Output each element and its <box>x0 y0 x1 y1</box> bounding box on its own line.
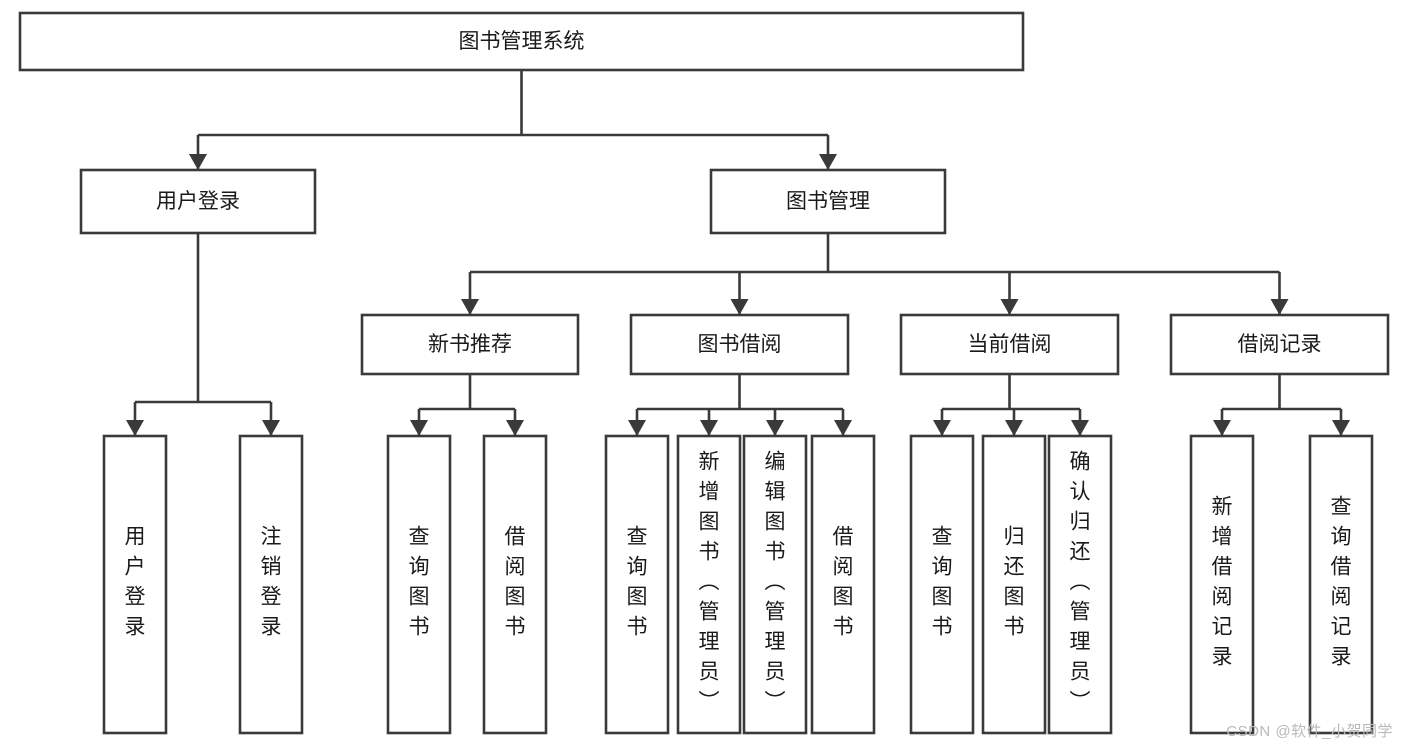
node-box[interactable] <box>1308 434 1374 735</box>
arrow-head-icon <box>461 299 479 315</box>
node-box[interactable] <box>360 313 580 376</box>
node-box[interactable] <box>810 434 876 735</box>
node-label: 确认归还︵管理员︶ <box>1070 451 1091 714</box>
connector-layer <box>126 70 1350 436</box>
node-newbook[interactable]: 新书推荐 <box>360 313 580 376</box>
arrow-head-icon <box>1332 420 1350 436</box>
node-root[interactable]: 图书管理系统 <box>18 11 1025 72</box>
node-leaf-bq-edit[interactable]: 编辑图书︵管理员︶ <box>742 434 808 735</box>
node-box[interactable] <box>629 313 850 376</box>
node-box[interactable] <box>386 434 452 735</box>
arrow-head-icon <box>933 420 951 436</box>
node-box[interactable] <box>238 434 304 735</box>
node-label: 新增图书︵管理员︶ <box>699 451 720 714</box>
node-leaf-rec-query[interactable]: 查询借阅记录 <box>1308 434 1374 735</box>
arrow-head-icon <box>1270 299 1289 315</box>
node-borrow[interactable]: 图书借阅 <box>629 313 850 376</box>
node-label: 编辑图书︵管理员︶ <box>765 451 786 714</box>
node-label: 借阅图书 <box>833 526 854 639</box>
node-leaf-new-query[interactable]: 查询图书 <box>386 434 452 735</box>
node-box[interactable] <box>742 434 808 735</box>
node-label: 查询借阅记录 <box>1331 496 1352 669</box>
arrow-head-icon <box>628 420 646 436</box>
node-label: 图书借阅 <box>698 333 782 356</box>
csdn-watermark: CSDN @软件_小贺同学 <box>1226 723 1393 740</box>
arrow-head-icon <box>766 420 784 436</box>
node-label: 借阅记录 <box>1238 333 1322 356</box>
node-leaf-bq-add[interactable]: 新增图书︵管理员︶ <box>676 434 742 735</box>
arrow-head-icon <box>1005 420 1023 436</box>
node-box[interactable] <box>482 434 548 735</box>
node-label: 查询图书 <box>627 526 648 639</box>
node-current[interactable]: 当前借阅 <box>899 313 1120 376</box>
node-leaf-bq-query[interactable]: 查询图书 <box>604 434 670 735</box>
node-box[interactable] <box>604 434 670 735</box>
arrow-head-icon <box>1000 299 1019 315</box>
node-box[interactable] <box>102 434 168 735</box>
arrow-head-icon <box>189 154 207 170</box>
node-leaf-user-login[interactable]: 用户登录 <box>102 434 168 735</box>
node-label: 新增借阅记录 <box>1212 496 1233 669</box>
node-leaf-bq-borrow[interactable]: 借阅图书 <box>810 434 876 735</box>
node-box[interactable] <box>1047 434 1113 735</box>
node-box[interactable] <box>1189 434 1255 735</box>
node-box[interactable] <box>909 434 975 735</box>
arrow-head-icon <box>506 420 524 436</box>
node-box[interactable] <box>709 168 947 235</box>
arrow-head-icon <box>126 420 144 436</box>
node-label: 查询图书 <box>409 526 430 639</box>
node-box[interactable] <box>79 168 317 235</box>
node-label: 查询图书 <box>932 526 953 639</box>
arrow-head-icon <box>1213 420 1231 436</box>
node-bookmgmt[interactable]: 图书管理 <box>709 168 947 235</box>
node-label: 注销登录 <box>261 526 282 639</box>
arrow-head-icon <box>819 154 837 170</box>
node-leaf-cur-return[interactable]: 归还图书 <box>981 434 1047 735</box>
node-box[interactable] <box>18 11 1025 72</box>
node-label: 图书管理 <box>786 190 870 213</box>
node-box[interactable] <box>676 434 742 735</box>
node-label: 用户登录 <box>156 190 240 213</box>
node-box[interactable] <box>899 313 1120 376</box>
node-leaf-user-logout[interactable]: 注销登录 <box>238 434 304 735</box>
arrow-head-icon <box>262 420 280 436</box>
arrow-head-icon <box>700 420 718 436</box>
arrow-head-icon <box>1071 420 1089 436</box>
node-records[interactable]: 借阅记录 <box>1169 313 1390 376</box>
node-leaf-cur-confirm[interactable]: 确认归还︵管理员︶ <box>1047 434 1113 735</box>
node-leaf-new-borrow[interactable]: 借阅图书 <box>482 434 548 735</box>
node-login[interactable]: 用户登录 <box>79 168 317 235</box>
node-box[interactable] <box>1169 313 1390 376</box>
node-leaf-rec-add[interactable]: 新增借阅记录 <box>1189 434 1255 735</box>
node-box[interactable] <box>981 434 1047 735</box>
node-label: 当前借阅 <box>968 333 1052 356</box>
arrow-head-icon <box>410 420 428 436</box>
arrow-head-icon <box>834 420 852 436</box>
node-leaf-cur-query[interactable]: 查询图书 <box>909 434 975 735</box>
node-label: 归还图书 <box>1004 526 1025 639</box>
node-layer: 图书管理系统用户登录图书管理新书推荐图书借阅当前借阅借阅记录用户登录注销登录查询… <box>18 11 1390 735</box>
node-label: 借阅图书 <box>505 526 526 639</box>
node-label: 图书管理系统 <box>459 30 585 53</box>
node-label: 用户登录 <box>125 526 146 639</box>
node-label: 新书推荐 <box>428 333 512 356</box>
arrow-head-icon <box>730 299 749 315</box>
